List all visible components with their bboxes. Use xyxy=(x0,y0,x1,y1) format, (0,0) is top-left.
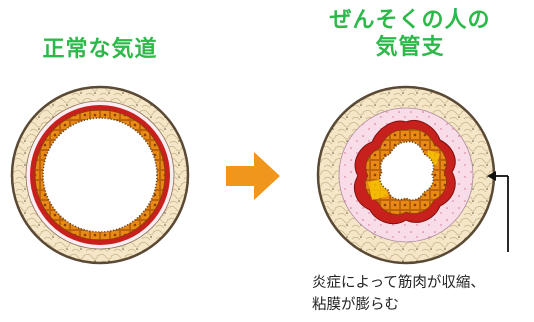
normal-airway-cross-section xyxy=(12,87,188,263)
asthma-airway-cross-section xyxy=(318,87,494,263)
normal-lumen xyxy=(43,118,157,232)
right-arrow-icon xyxy=(226,152,280,200)
